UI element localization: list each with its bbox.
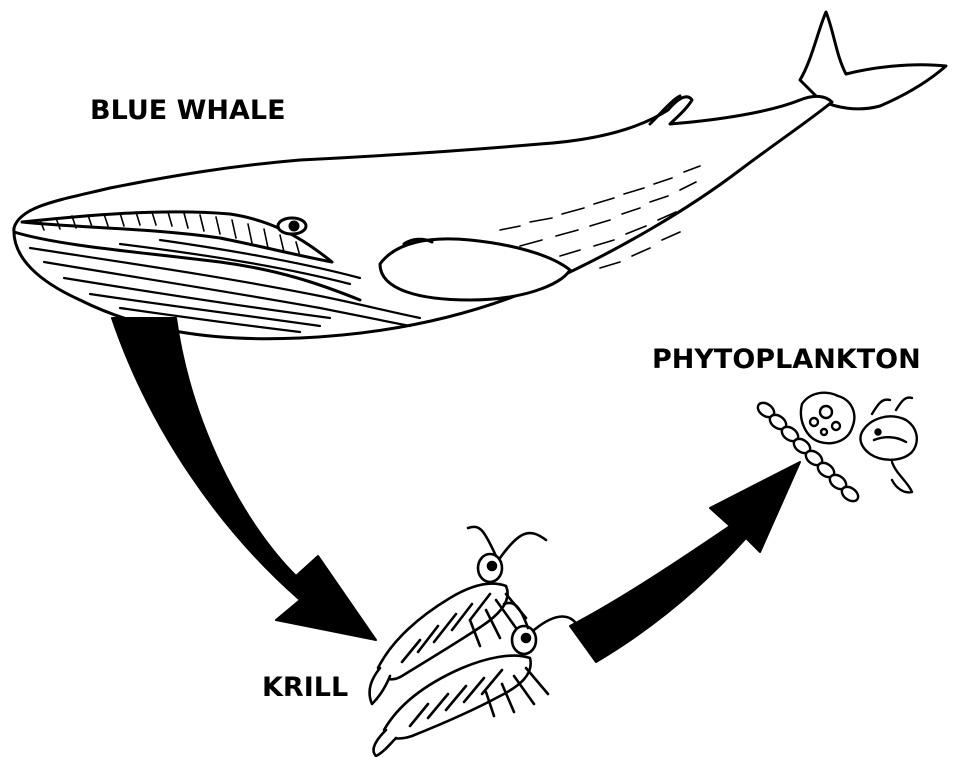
label-krill: KRILL xyxy=(262,672,348,703)
label-phytoplankton: PHYTOPLANKTON xyxy=(652,344,921,375)
dinoflagellate xyxy=(860,398,916,493)
blue-whale-illustration xyxy=(14,12,946,339)
arrow-whale-to-krill xyxy=(112,318,376,640)
label-blue-whale: BLUE WHALE xyxy=(90,95,286,126)
arrow-krill-to-phytoplankton xyxy=(570,462,800,662)
krill-illustration xyxy=(370,527,580,756)
round-phytoplankton-cell xyxy=(801,393,854,444)
